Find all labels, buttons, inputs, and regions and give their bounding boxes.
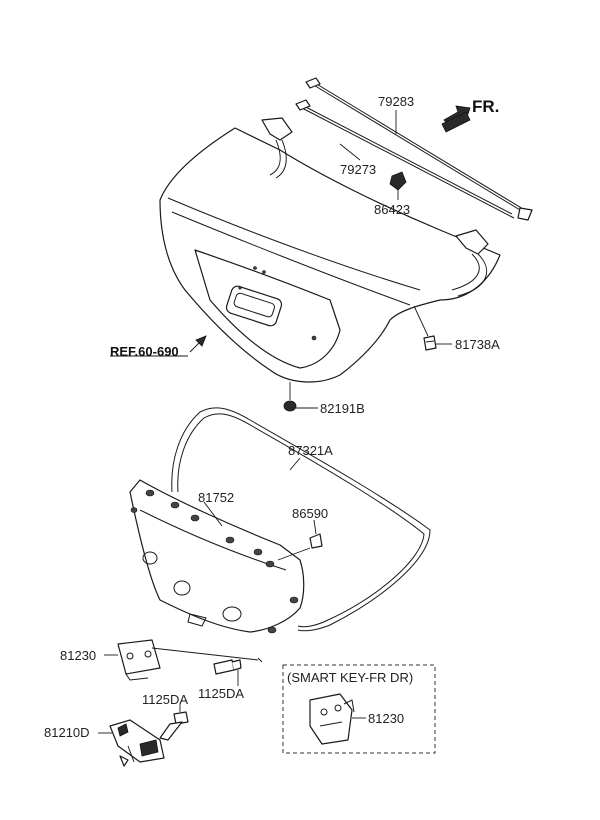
stay-clip-81738a[interactable] (423, 335, 437, 351)
trunk-hinge-left[interactable] (261, 117, 293, 179)
label-86423: 86423 (374, 202, 410, 217)
trunk-lid-panel[interactable] (159, 127, 501, 383)
bolt-1125da-b[interactable] (159, 711, 189, 741)
inset-label-81230: 81230 (368, 711, 404, 726)
label-81752: 81752 (198, 490, 234, 505)
trunk-cable-79283[interactable] (305, 77, 533, 221)
trunk-cable-79273[interactable] (295, 99, 515, 219)
trunk-lock-actuator-81210d[interactable] (109, 719, 165, 767)
trunk-hinge-right[interactable] (451, 229, 489, 297)
label-1125da-b: 1125DA (142, 692, 188, 707)
smart-key-inset (282, 664, 436, 754)
label-87321a: 87321A (288, 443, 333, 458)
label-79283: 79283 (378, 94, 414, 109)
trim-clip-86590[interactable] (309, 533, 323, 549)
direction-label: FR. (472, 97, 499, 116)
label-82191b: 82191B (320, 401, 365, 416)
label-1125da-a: 1125DA (198, 686, 244, 701)
inset-title: (SMART KEY-FR DR) (287, 670, 413, 685)
trunk-bumper-86423[interactable] (389, 171, 407, 191)
label-81230: 81230 (60, 648, 96, 663)
trunk-trim-panel-81752[interactable] (129, 479, 305, 634)
label-81738a: 81738A (455, 337, 500, 352)
plug-82191b[interactable] (283, 400, 297, 412)
label-86590: 86590 (292, 506, 328, 521)
bolt-1125da-a[interactable] (213, 659, 242, 675)
label-ref-60-690: REF.60-690 (110, 344, 179, 359)
label-81210d: 81210D (44, 725, 90, 740)
trunk-weatherstrip-87321a[interactable] (171, 407, 431, 632)
smart-key-latch-81230[interactable] (309, 693, 355, 745)
front-direction-arrow-icon (441, 105, 471, 133)
trunk-latch-81230[interactable] (117, 639, 161, 681)
label-79273: 79273 (340, 162, 376, 177)
